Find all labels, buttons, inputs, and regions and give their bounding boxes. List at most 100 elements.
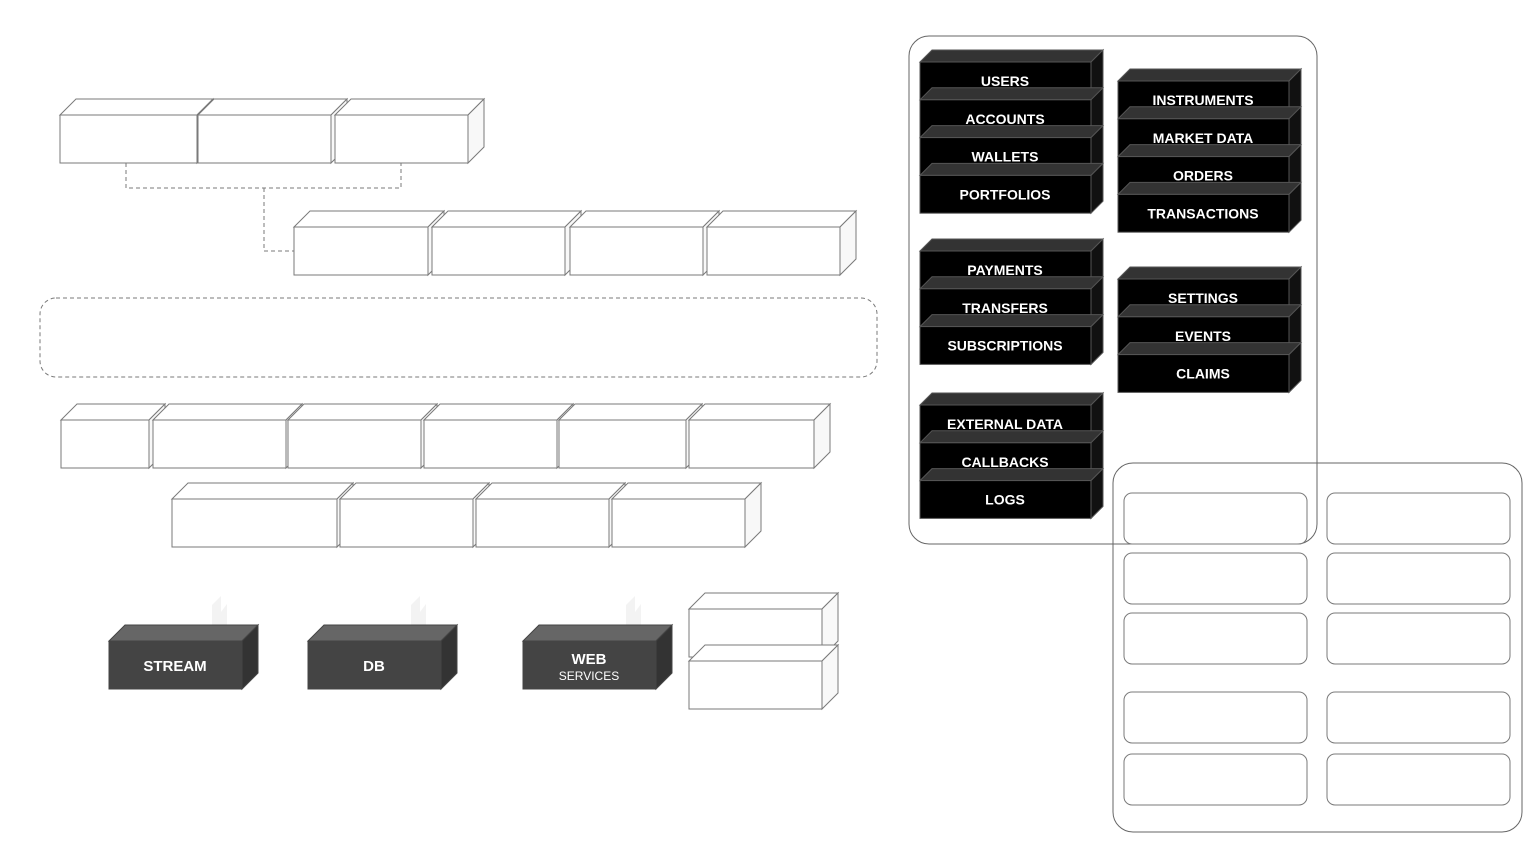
box-front	[152, 419, 287, 469]
box-front	[688, 660, 823, 710]
box-front	[558, 419, 687, 469]
flame-icon	[626, 596, 641, 626]
box-top	[568, 210, 721, 228]
box-top	[58, 98, 215, 116]
empty-component-box[interactable]	[568, 209, 721, 277]
box-top	[1116, 106, 1303, 120]
empty-component-box[interactable]	[58, 97, 215, 165]
box-front	[171, 498, 338, 548]
empty-component-box[interactable]	[170, 481, 355, 549]
entity-label: CLAIMS	[1176, 366, 1230, 382]
entity-label: SETTINGS	[1168, 290, 1238, 306]
empty-component-box[interactable]	[292, 209, 446, 277]
flame-icon	[212, 596, 227, 626]
entity-label: TRANSFERS	[962, 300, 1048, 316]
box-top	[333, 98, 486, 116]
entity-label: PAYMENTS	[967, 262, 1042, 278]
empty-slot[interactable]	[1326, 753, 1511, 806]
box-front	[339, 498, 474, 548]
empty-slot[interactable]	[1326, 612, 1511, 665]
entity-logs[interactable]: LOGS	[918, 467, 1105, 520]
box-top	[687, 592, 840, 610]
box-top	[918, 468, 1105, 482]
box-top	[1116, 304, 1303, 318]
empty-slot[interactable]	[1326, 691, 1511, 744]
empty-slot[interactable]	[1123, 492, 1308, 545]
box-front	[293, 226, 429, 276]
box-top	[196, 98, 349, 116]
entity-subscriptions[interactable]: SUBSCRIPTIONS	[918, 313, 1105, 366]
box-front	[108, 640, 243, 690]
box-top	[292, 210, 446, 228]
box-top	[687, 403, 832, 421]
box-top	[687, 644, 840, 662]
service-title: WEB	[572, 651, 607, 668]
entity-claims[interactable]: CLAIMS	[1116, 341, 1303, 394]
box-top	[918, 49, 1105, 63]
empty-component-box[interactable]	[705, 209, 858, 277]
box-front	[60, 419, 150, 469]
box-top	[422, 403, 575, 421]
box-top	[705, 210, 858, 228]
box-front	[919, 326, 1092, 365]
empty-component-box[interactable]	[610, 481, 763, 549]
entity-label: SUBSCRIPTIONS	[947, 338, 1062, 354]
box-top	[918, 314, 1105, 328]
box-front	[334, 114, 469, 164]
empty-slot[interactable]	[1123, 552, 1308, 605]
service-title: STREAM	[143, 658, 206, 675]
empty-component-box[interactable]	[196, 97, 349, 165]
box-top	[557, 403, 704, 421]
box-front	[475, 498, 610, 548]
empty-component-box[interactable]	[557, 402, 704, 470]
empty-component-box[interactable]	[333, 97, 486, 165]
empty-component-box[interactable]	[286, 402, 439, 470]
empty-component-box[interactable]	[151, 402, 304, 470]
box-top	[338, 482, 491, 500]
flame-icon	[411, 596, 426, 626]
empty-slot[interactable]	[1123, 753, 1308, 806]
box-top	[918, 87, 1105, 101]
empty-slot[interactable]	[1326, 492, 1511, 545]
empty-slot[interactable]	[1326, 552, 1511, 605]
service-box-stream[interactable]: STREAM	[107, 623, 260, 691]
empty-component-box[interactable]	[474, 481, 627, 549]
empty-slot[interactable]	[1123, 691, 1308, 744]
box-top	[151, 403, 304, 421]
entity-label: TRANSACTIONS	[1147, 205, 1258, 221]
box-front	[569, 226, 704, 276]
box-top	[59, 403, 167, 421]
service-box-db[interactable]: DB	[306, 623, 459, 691]
empty-component-box[interactable]	[687, 643, 840, 711]
entity-label: INSTRUMENTS	[1152, 92, 1253, 108]
empty-component-box[interactable]	[422, 402, 575, 470]
entity-label: EXTERNAL DATA	[947, 416, 1063, 432]
empty-component-box[interactable]	[430, 209, 583, 277]
box-front	[919, 480, 1092, 519]
entity-label: LOGS	[985, 492, 1025, 508]
box-top	[1116, 342, 1303, 356]
box-front	[1117, 354, 1290, 393]
empty-component-box[interactable]	[338, 481, 491, 549]
box-top	[170, 482, 355, 500]
entity-portfolios[interactable]: PORTFOLIOS	[918, 162, 1105, 215]
empty-slot[interactable]	[1123, 612, 1308, 665]
box-top	[1116, 144, 1303, 158]
box-top	[1116, 181, 1303, 195]
empty-component-box[interactable]	[59, 402, 167, 470]
box-front	[706, 226, 841, 276]
box-front	[522, 640, 657, 690]
entity-transactions[interactable]: TRANSACTIONS	[1116, 181, 1303, 234]
box-top	[430, 210, 583, 228]
entity-label: WALLETS	[972, 149, 1039, 165]
connector-line	[263, 188, 294, 252]
box-top	[107, 624, 260, 642]
empty-component-box[interactable]	[687, 402, 832, 470]
box-top	[610, 482, 763, 500]
box-front	[431, 226, 566, 276]
